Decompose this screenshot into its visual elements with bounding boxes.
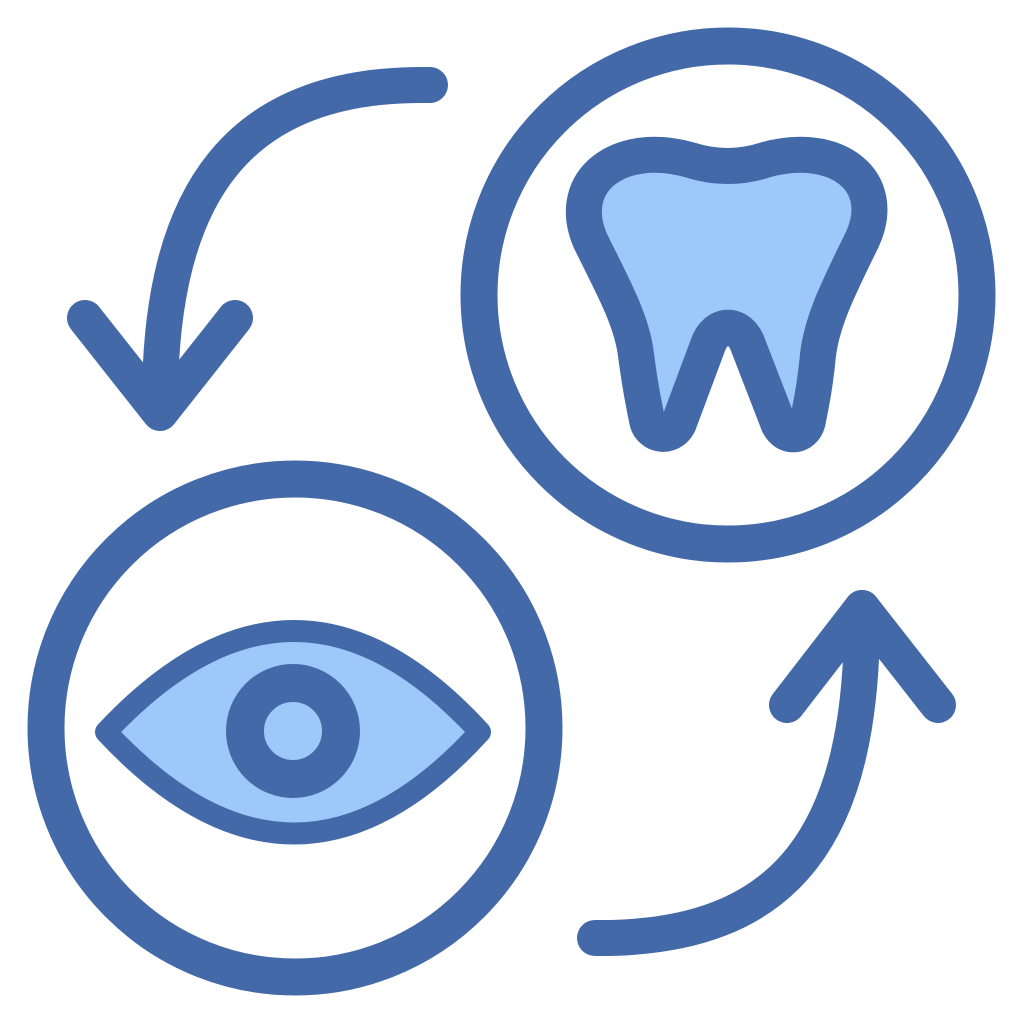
tooth-icon <box>566 136 888 453</box>
curved-arrow-up-icon <box>577 590 956 957</box>
eye-badge <box>27 460 563 996</box>
tooth-badge <box>460 27 996 563</box>
iris-icon <box>226 664 360 798</box>
curved-arrow-down-icon <box>67 66 448 431</box>
